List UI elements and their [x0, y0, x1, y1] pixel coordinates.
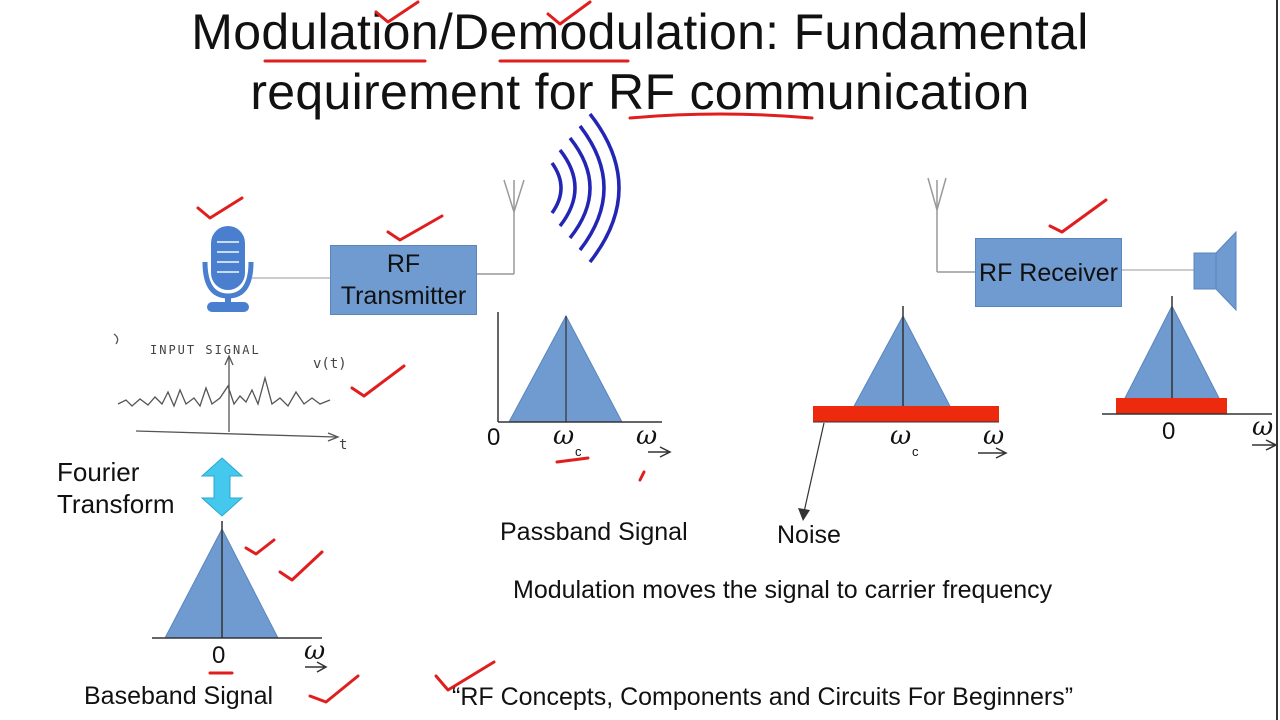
passband-omega-c-label: ω [553, 421, 575, 451]
received-omega-c-label: ω [890, 421, 912, 451]
passband-c-subscript: c [575, 444, 582, 459]
input-signal-sketch [113, 333, 340, 442]
time-axis-label: t [339, 437, 348, 453]
noise-floor-bar [813, 406, 999, 422]
passband-spectrum [497, 312, 672, 458]
radio-waves-icon [550, 112, 621, 264]
rf-receiver-block: RF Receiver [975, 238, 1122, 307]
v-t-label: v(t) [313, 356, 347, 372]
course-citation: “RF Concepts, Components and Circuits Fo… [452, 683, 1074, 711]
fourier-transform-label: Fourier Transform [57, 457, 175, 519]
baseband-signal-label: Baseband Signal [84, 682, 274, 710]
speaker-icon [1193, 230, 1237, 312]
received-omega-label: ω [983, 421, 1005, 451]
input-signal-label: INPUT SIGNAL [150, 343, 261, 357]
modulation-note: Modulation moves the signal to carrier f… [513, 576, 1053, 604]
received-spectrum [798, 306, 1008, 521]
residual-noise-bar [1116, 398, 1227, 414]
rf-transmitter-block: RF Transmitter [330, 245, 477, 315]
passband-omega-label: ω [636, 421, 658, 451]
passband-zero-tick: 0 [487, 424, 501, 451]
red-annotations [196, 0, 1108, 704]
title-line-1: Modulation/Demodulation: Fundamental [191, 4, 1089, 60]
demod-zero-tick: 0 [1162, 418, 1176, 445]
antenna-icon [476, 179, 525, 275]
microphone-icon [202, 226, 254, 312]
baseband-spectrum [152, 521, 328, 673]
demodulated-spectrum [1102, 296, 1278, 451]
received-c-subscript: c [912, 444, 919, 459]
baseband-zero-tick: 0 [212, 642, 226, 669]
baseband-omega-label: ω [304, 636, 326, 666]
title-line-2: requirement for RF communication [250, 64, 1030, 120]
passband-signal-label: Passband Signal [500, 518, 688, 546]
demod-omega-label: ω [1252, 412, 1274, 442]
noise-label: Noise [777, 521, 841, 549]
double-arrow-icon [200, 457, 244, 517]
antenna-icon [927, 177, 975, 273]
